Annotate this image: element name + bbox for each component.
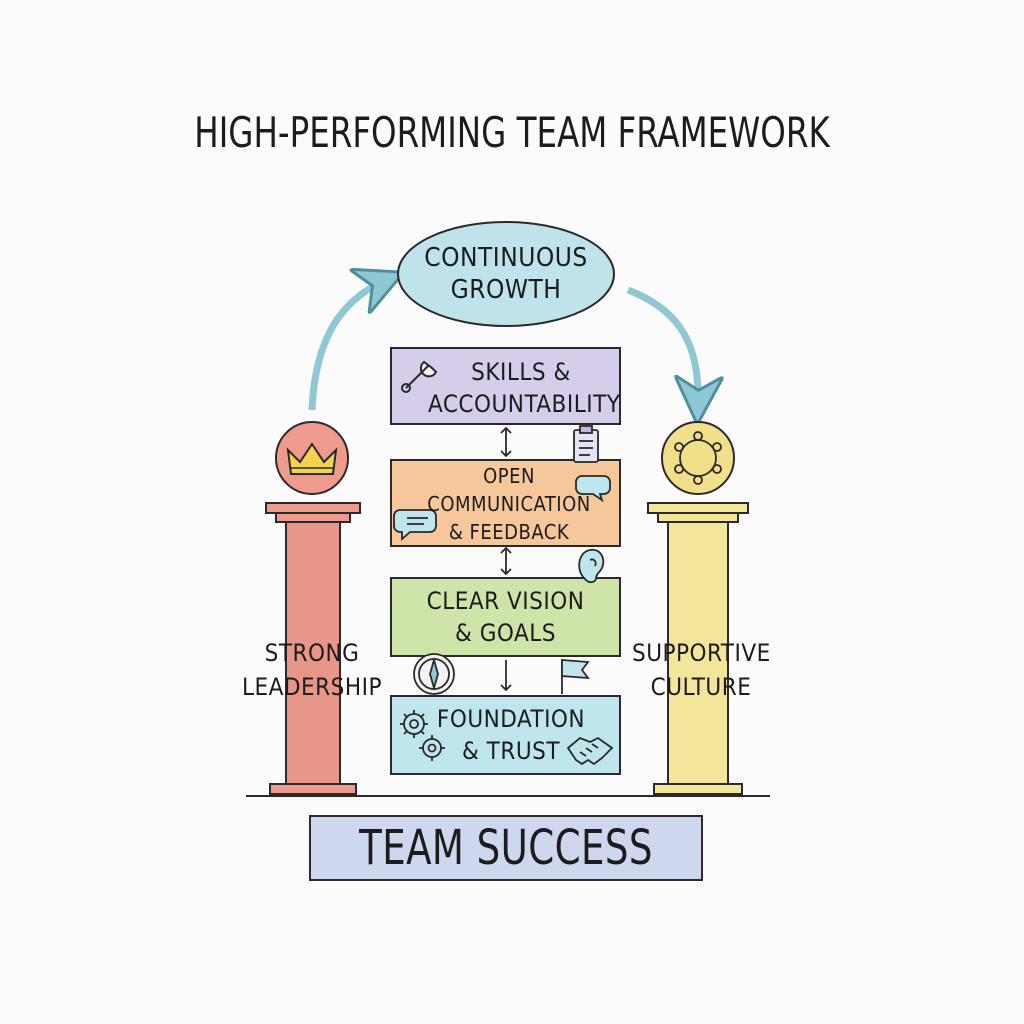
connector-down-arrow: [501, 660, 511, 690]
flag-icon: [562, 660, 588, 694]
block-foundation-line1: FOUNDATION: [436, 703, 586, 735]
cycle-arrow-right: [628, 290, 698, 405]
connector-double-arrow: [501, 548, 511, 574]
right-pillar-line1: SUPPORTIVE: [632, 636, 770, 670]
growth-label-line1: CONTINUOUS: [406, 242, 606, 274]
block-foundation-line2: & TRUST: [436, 735, 586, 767]
growth-label: CONTINUOUS GROWTH: [406, 242, 606, 306]
right-pillar: [648, 422, 748, 794]
team-success-label: TEAM SUCCESS: [337, 820, 674, 876]
growth-label-line2: GROWTH: [406, 274, 606, 306]
block-communication-label: OPEN COMMUNICATION & FEEDBACK: [420, 462, 598, 546]
block-communication-line1: OPEN: [420, 462, 598, 490]
block-vision-line2: & GOALS: [401, 617, 610, 649]
left-pillar-line2: LEADERSHIP: [240, 670, 384, 704]
left-pillar-label: STRONG LEADERSHIP: [240, 636, 384, 704]
block-foundation-label: FOUNDATION & TRUST: [436, 703, 586, 767]
block-skills-line2: ACCOUNTABILITY: [428, 388, 614, 420]
block-vision-line1: CLEAR VISION: [401, 585, 610, 617]
block-skills-line1: SKILLS &: [428, 356, 614, 388]
block-vision-label: CLEAR VISION & GOALS: [401, 585, 610, 649]
compass-icon: [414, 654, 454, 694]
right-pillar-label: SUPPORTIVE CULTURE: [632, 636, 770, 704]
cycle-arrow-left: [312, 280, 386, 410]
block-skills-label: SKILLS & ACCOUNTABILITY: [428, 356, 614, 420]
block-communication-line2: COMMUNICATION: [420, 490, 598, 518]
left-pillar-line1: STRONG: [240, 636, 384, 670]
clipboard-icon: [574, 426, 598, 462]
diagram-title: HIGH-PERFORMING TEAM FRAMEWORK: [183, 108, 840, 157]
connector-double-arrow: [501, 428, 511, 456]
right-pillar-line2: CULTURE: [632, 670, 770, 704]
left-pillar: [266, 422, 360, 794]
block-communication-line3: & FEEDBACK: [420, 518, 598, 546]
